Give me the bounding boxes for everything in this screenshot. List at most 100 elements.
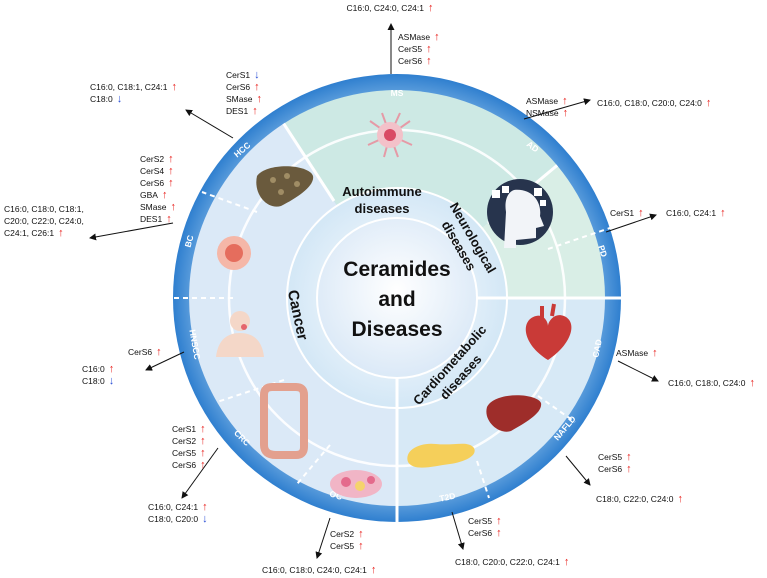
annotation-crc: CerS1↑CerS2↑CerS5↑CerS6↑ C16:0, C24:1↑C18… — [148, 423, 208, 525]
up-arrow-icon: ↑ — [428, 2, 434, 14]
up-arrow-icon: ↑ — [750, 377, 756, 389]
ceramide-label: C18:0↓ — [90, 93, 122, 105]
up-arrow-icon: ↑ — [496, 527, 502, 539]
up-arrow-icon: ↑ — [626, 463, 632, 475]
up-arrow-icon: ↑ — [706, 97, 712, 109]
up-arrow-icon: ↑ — [426, 43, 432, 55]
enzyme-label: CerS6↑ — [226, 81, 260, 93]
ring-label-pd: PD — [596, 244, 609, 258]
ceramide-label: C18:0↓ — [82, 375, 114, 387]
ring-label-t2d: T2D — [438, 491, 456, 504]
enzyme-label: CerS2↑ — [140, 153, 174, 165]
ceramide-label: C20:0, C22:0, C24:0, — [4, 216, 84, 226]
ceramide-label: C18:0, C22:0, C24:0↑ — [596, 493, 683, 505]
enzyme-label: CerS5↑ — [172, 447, 206, 459]
enzyme-label: CerS6↑ — [598, 463, 632, 475]
category-autoimmune-line1: Autoimmune — [342, 184, 421, 199]
up-arrow-icon: ↑ — [156, 346, 162, 358]
up-arrow-icon: ↑ — [170, 201, 176, 213]
up-arrow-icon: ↑ — [168, 153, 174, 165]
annotation-t2d: CerS5↑CerS6↑C18:0, C20:0, C22:0, C24:1↑ — [455, 515, 569, 568]
ceramide-label: C16:0, C24:1↑ — [666, 207, 726, 219]
enzyme-label: SMase↑ — [140, 201, 176, 213]
ceramide-label: C24:1, C26:1↑ — [4, 227, 64, 239]
up-arrow-icon: ↑ — [200, 459, 206, 471]
up-arrow-icon: ↑ — [168, 165, 174, 177]
enzyme-label: CerS1↓ — [226, 69, 260, 81]
up-arrow-icon: ↑ — [434, 31, 440, 43]
ceramide-label: C16:0↑ — [82, 363, 114, 375]
breast-cell-icon — [217, 236, 251, 270]
category-autoimmune-line2: diseases — [355, 201, 410, 216]
up-arrow-icon: ↑ — [678, 493, 684, 505]
heart-icon — [525, 303, 572, 360]
up-arrow-icon: ↑ — [720, 207, 726, 219]
up-arrow-icon: ↑ — [426, 55, 432, 67]
up-arrow-icon: ↑ — [200, 435, 206, 447]
down-arrow-icon: ↓ — [254, 69, 260, 81]
enzyme-label: ASMase↑ — [616, 347, 658, 359]
immune-cell-icon — [367, 112, 413, 158]
up-arrow-icon: ↑ — [496, 515, 502, 527]
liver-icon — [486, 395, 542, 432]
enzyme-label: CerS1↑ — [172, 423, 206, 435]
enzyme-label: CerS2↑ — [172, 435, 206, 447]
enzyme-label: CerS6↑ — [398, 55, 432, 67]
annotation-nafld: CerS5↑CerS6↑ C18:0, C22:0, C24:0↑ — [596, 451, 683, 505]
ceramide-label: C16:0, C18:0, C24:0, C24:1↑ — [262, 564, 376, 576]
up-arrow-icon: ↑ — [254, 81, 260, 93]
annotation-ad: ASMase↑NSMase↑C16:0, C18:0, C20:0, C24:0… — [526, 95, 711, 119]
enzyme-label: ASMase↑ — [526, 95, 568, 107]
up-arrow-icon: ↑ — [638, 207, 644, 219]
up-arrow-icon: ↑ — [168, 177, 174, 189]
enzyme-label: CerS5↑ — [330, 540, 364, 552]
enzyme-label: CerS6↑ — [140, 177, 174, 189]
center-title-line2: and — [378, 288, 415, 311]
down-arrow-icon: ↓ — [202, 513, 208, 525]
enzyme-label: SMase↑ — [226, 93, 262, 105]
up-arrow-icon: ↑ — [58, 227, 64, 239]
ceramide-label: C18:0, C20:0↓ — [148, 513, 208, 525]
ring-label-bc: BC — [183, 234, 196, 248]
down-arrow-icon: ↓ — [117, 93, 123, 105]
ceramide-label: C16:0, C18:0, C20:0, C24:0↑ — [597, 97, 711, 109]
enzyme-label: CerS6↑ — [468, 527, 502, 539]
enzyme-label: CerS1↑ — [610, 207, 644, 219]
up-arrow-icon: ↑ — [626, 451, 632, 463]
annotation-hcc: CerS1↓CerS6↑SMase↑DES1↑ C16:0, C18:1, C24… — [90, 69, 262, 117]
ceramide-label: C16:0, C18:0, C18:1, — [4, 204, 84, 214]
down-arrow-icon: ↓ — [109, 375, 115, 387]
annotation-bc: CerS2↑CerS4↑CerS6↑GBA↑SMase↑DES1↑ C16:0, … — [4, 153, 176, 239]
enzyme-label: GBA↑ — [140, 189, 167, 201]
annotation-oc: CerS2↑CerS5↑ C16:0, C18:0, C24:0, C24:1↑ — [262, 528, 376, 576]
ring-label-ms: MS — [391, 88, 404, 98]
enzyme-label: CerS2↑ — [330, 528, 364, 540]
annotation-hnscc: CerS6↑C16:0↑C18:0↓ — [82, 346, 162, 387]
up-arrow-icon: ↑ — [172, 81, 178, 93]
up-arrow-icon: ↑ — [252, 105, 258, 117]
enzyme-label: CerS4↑ — [140, 165, 174, 177]
ceramide-label: C16:0, C24:1↑ — [148, 501, 208, 513]
annotation-pd: CerS1↑ C16:0, C24:1↑ — [610, 207, 726, 219]
annotation-ms: ASMase↑CerS5↑CerS6↑ C16:0, C24:0, C24:1↑ — [347, 2, 440, 67]
enzyme-label: CerS6↑ — [172, 459, 206, 471]
up-arrow-icon: ↑ — [166, 213, 172, 225]
up-arrow-icon: ↑ — [564, 556, 570, 568]
connector-arrows — [89, 23, 659, 559]
up-arrow-icon: ↑ — [562, 95, 568, 107]
enzyme-label: ASMase↑ — [398, 31, 440, 43]
ceramide-label: C16:0, C18:1, C24:1↑ — [90, 81, 177, 93]
enzyme-label: CerS5↑ — [468, 515, 502, 527]
enzyme-label: CerS5↑ — [598, 451, 632, 463]
up-arrow-icon: ↑ — [162, 189, 168, 201]
up-arrow-icon: ↑ — [371, 564, 377, 576]
head-neck-icon — [216, 311, 264, 357]
up-arrow-icon: ↑ — [202, 501, 208, 513]
enzyme-label: DES1↑ — [140, 213, 172, 225]
enzyme-label: DES1↑ — [226, 105, 258, 117]
center-title-line3: Diseases — [351, 318, 442, 341]
pancreas-icon — [407, 443, 475, 468]
ceramide-label: C16:0, C24:0, C24:1↑ — [347, 2, 434, 14]
enzyme-label: CerS5↑ — [398, 43, 432, 55]
